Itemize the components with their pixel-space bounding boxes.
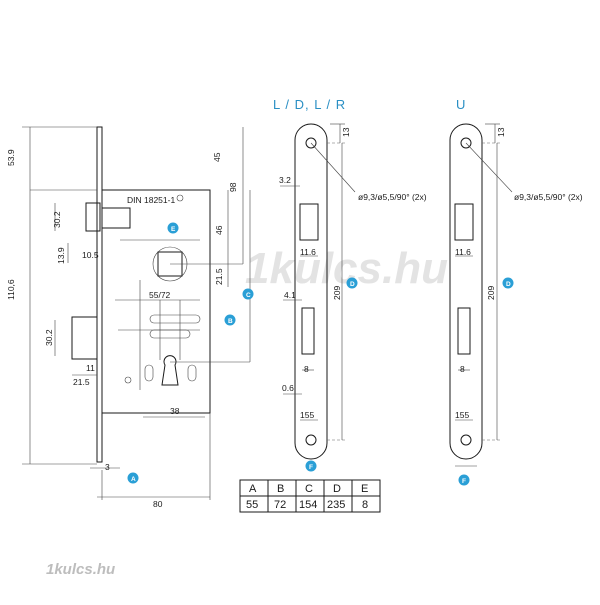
latch-opening-ldlr — [299, 203, 319, 241]
svg-text:D: D — [506, 281, 511, 288]
header-ldlr: L / D, L / R — [273, 97, 346, 112]
u-hole-note: ø9,3/ø5,5/90° (2x) — [514, 192, 583, 202]
dim-11: 11 — [86, 363, 95, 373]
cyl-hole-right — [187, 364, 197, 382]
faceplate-ldlr: 3.2 13 11.6 209 4.1 8 0.6 155 ø9,3/ø5,5/… — [279, 123, 427, 472]
dim-38: 38 — [170, 406, 180, 416]
badge-e — [167, 222, 179, 234]
bolt-opening-u — [457, 307, 471, 355]
table-header-e: E — [361, 483, 368, 495]
lock-latch — [85, 202, 101, 232]
svg-text:D: D — [350, 281, 355, 288]
dim-13-9: 13.9 — [56, 247, 66, 264]
slot-2 — [149, 329, 191, 339]
table-header-d: D — [333, 483, 341, 495]
table-value-c: 154 — [299, 499, 317, 511]
lock-bolt — [71, 316, 98, 360]
dim-110-6: 110,6 — [6, 279, 16, 300]
dim-30-2a: 30.2 — [52, 211, 62, 228]
footer-brand: 1kulcs.hu — [46, 561, 115, 578]
ldlr-dim-8: 8 — [304, 364, 309, 374]
badge-d-u — [502, 277, 514, 289]
watermark: 1kulcs.hu — [245, 244, 448, 293]
cyl-hole-left — [144, 364, 154, 382]
latch-opening-u — [454, 203, 474, 241]
u-dim-13: 13 — [496, 127, 506, 137]
latch-housing — [101, 207, 131, 229]
lock-case — [101, 189, 211, 414]
table-value-b: 72 — [274, 499, 286, 511]
badge-f-ldlr — [305, 460, 317, 472]
table-value-e: 8 — [362, 499, 368, 511]
faceplate-u-outline — [449, 123, 483, 460]
dim-98: 98 — [228, 182, 238, 192]
dim-10-5: 10.5 — [82, 250, 99, 260]
u-dim-209: 209 — [486, 286, 496, 300]
dim-45: 45 — [212, 152, 222, 162]
svg-text:F: F — [462, 478, 466, 485]
dim-3: 3 — [105, 462, 110, 472]
svg-text:B: B — [228, 318, 233, 325]
svg-text:E: E — [171, 226, 176, 233]
dim-46: 46 — [214, 225, 224, 235]
table-header-c: C — [305, 483, 313, 495]
bolt-opening-ldlr — [301, 307, 315, 355]
badge-a — [127, 472, 139, 484]
svg-text:C: C — [246, 292, 251, 299]
ldlr-dim-3-2: 3.2 — [279, 175, 291, 185]
slot-1 — [149, 314, 201, 324]
badge-d-ldlr — [346, 277, 358, 289]
dim-53-9: 53.9 — [6, 149, 16, 166]
size-table: A B C D E 55 72 154 235 8 — [239, 479, 381, 513]
ldlr-dim-11-6: 11.6 — [300, 247, 316, 257]
faceplate-u: 13 11.6 209 8 155 ø9,3/ø5,5/90° (2x) D F — [449, 123, 583, 486]
table-header-b: B — [277, 483, 284, 495]
cylinder-profile — [161, 355, 179, 386]
lock-dimensions: 53.9 110,6 30.2 13.9 10.5 45 98 46 21.5 … — [6, 126, 251, 509]
din-label: DIN 18251-1 — [127, 195, 175, 205]
screw-hole-bottom-u — [460, 434, 472, 446]
screw-hole-top-u — [460, 137, 472, 149]
svg-text:F: F — [309, 464, 313, 471]
dim-80: 80 — [153, 499, 163, 509]
screw-top — [176, 194, 184, 202]
ldlr-dim-155: 155 — [300, 410, 314, 420]
model-label: 55/72 — [149, 290, 171, 300]
dim-21-5b: 21.5 — [73, 377, 90, 387]
badge-b — [224, 314, 236, 326]
table-header-a: A — [249, 483, 257, 495]
table-value-a: 55 — [246, 499, 258, 511]
screw-hole-top-ldlr — [305, 137, 317, 149]
ldlr-dim-209: 209 — [332, 286, 342, 300]
badge-c — [242, 288, 254, 300]
screw-hole-bottom-ldlr — [305, 434, 317, 446]
lock-badges: E B C A — [127, 222, 254, 484]
u-dim-8: 8 — [460, 364, 465, 374]
ldlr-dim-0-6: 0.6 — [282, 383, 294, 393]
dim-21-5a: 21.5 — [214, 268, 224, 285]
ldlr-dim-13: 13 — [341, 127, 351, 137]
u-dim-155: 155 — [455, 410, 469, 420]
ldlr-dim-4-1: 4.1 — [284, 290, 296, 300]
table-value-d: 235 — [327, 499, 345, 511]
lock-body-view: DIN 18251-1 55/72 — [71, 126, 211, 463]
header-u: U — [456, 97, 466, 112]
svg-text:A: A — [131, 476, 136, 483]
ldlr-hole-note: ø9,3/ø5,5/90° (2x) — [358, 192, 427, 202]
u-dim-11-6: 11.6 — [455, 247, 471, 257]
badge-f-u — [458, 474, 470, 486]
screw-bottom — [124, 376, 132, 384]
lock-faceplate — [96, 126, 103, 463]
faceplate-ldlr-outline — [294, 123, 328, 460]
dim-30-2b: 30.2 — [44, 329, 54, 346]
